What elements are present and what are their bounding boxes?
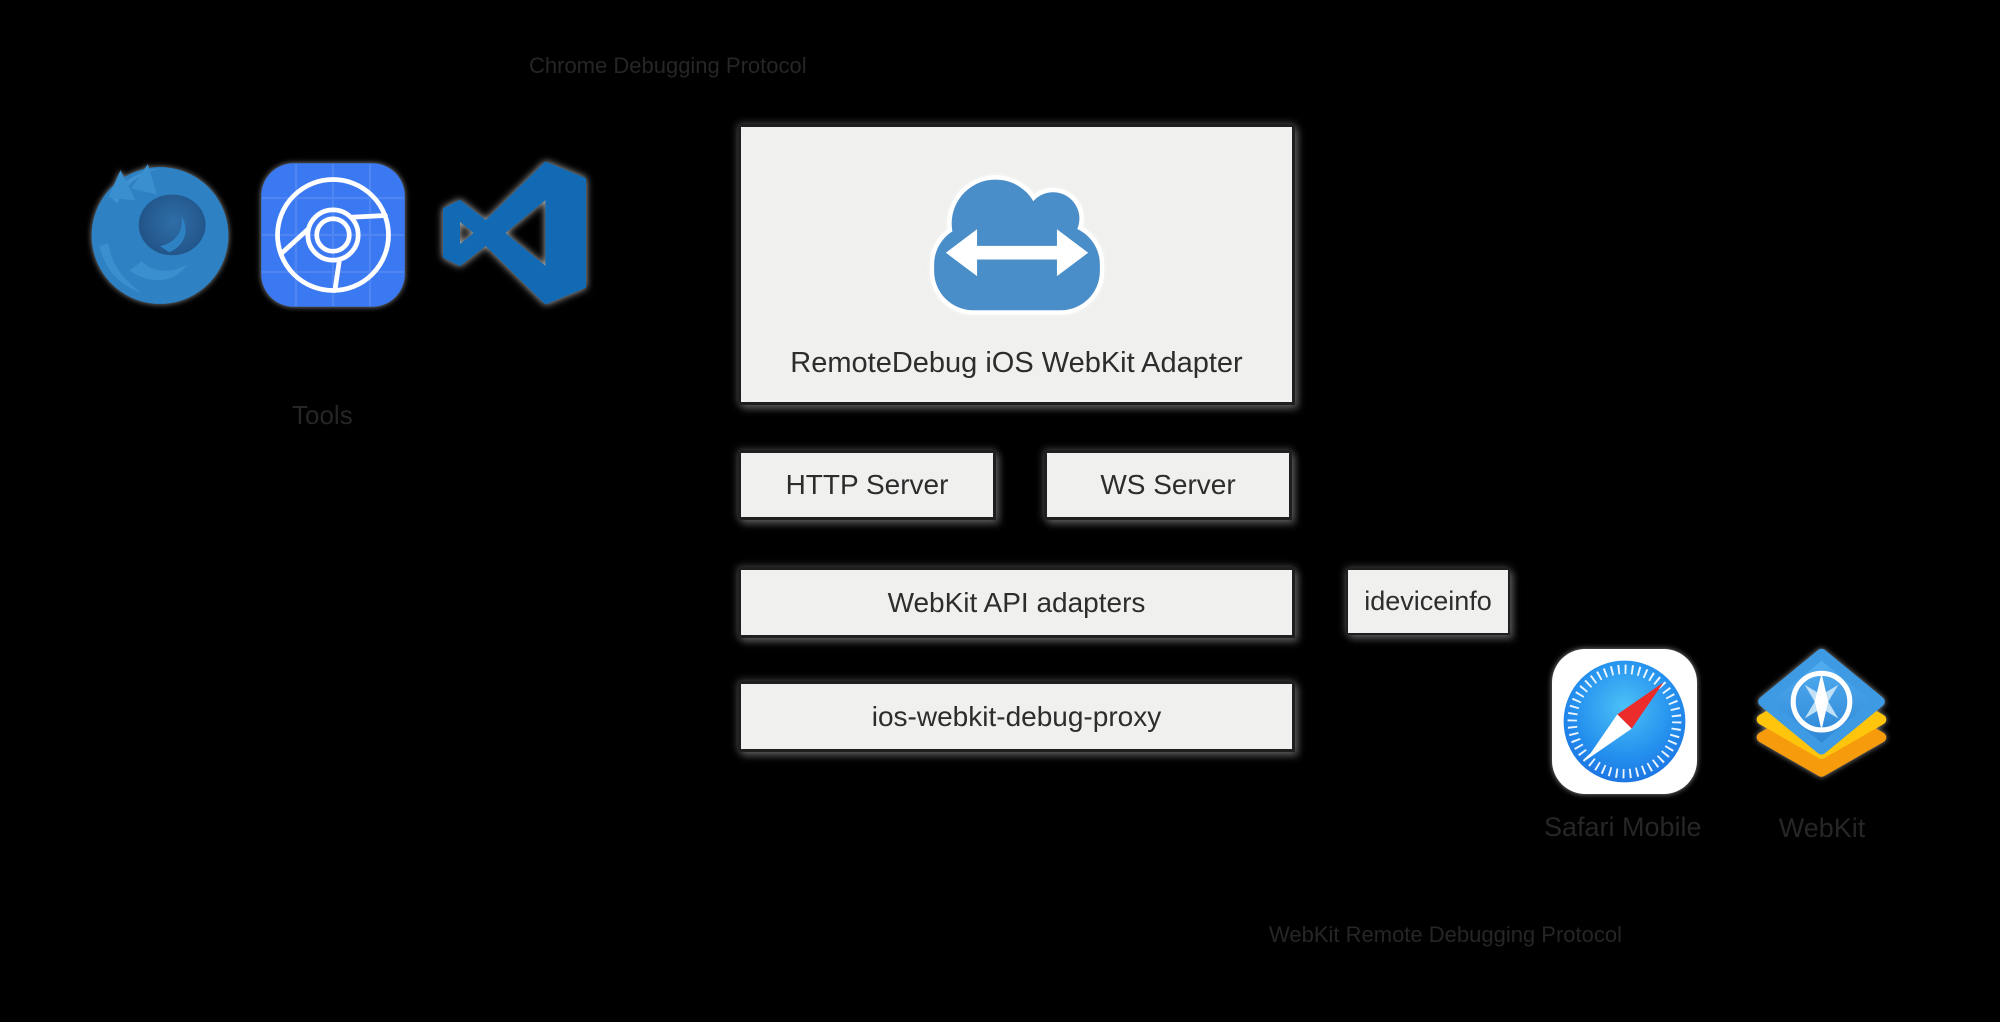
webkit-api-adapters-label: WebKit API adapters — [887, 586, 1146, 618]
tools-label: Tools — [292, 400, 353, 430]
ws-server-label: WS Server — [1100, 469, 1236, 500]
cloud-sync-arrows-icon — [917, 163, 1117, 319]
safari-mobile-label: Safari Mobile — [1544, 812, 1702, 842]
ws-server-box: WS Server — [1044, 450, 1292, 520]
chrome-debugging-protocol-label: Chrome Debugging Protocol — [529, 53, 807, 78]
http-server-box: HTTP Server — [738, 450, 996, 520]
webkit-api-adapters-box: WebKit API adapters — [738, 567, 1295, 638]
webkit-remote-debugging-protocol-label: WebKit Remote Debugging Protocol — [1269, 922, 1623, 947]
webkit-label: WebKit — [1778, 813, 1866, 843]
chromium-icon — [259, 158, 407, 312]
vscode-icon — [443, 158, 586, 308]
adapter-title: RemoteDebug iOS WebKit Adapter — [790, 347, 1243, 379]
ideviceinfo-box: ideviceinfo — [1346, 568, 1510, 635]
ideviceinfo-label: ideviceinfo — [1364, 586, 1492, 616]
firefox-icon — [84, 155, 236, 313]
safari-icon — [1552, 649, 1697, 794]
ios-webkit-debug-proxy-label: ios-webkit-debug-proxy — [871, 700, 1162, 732]
http-server-label: HTTP Server — [785, 469, 949, 500]
remotedebug-adapter-box: RemoteDebug iOS WebKit Adapter — [738, 124, 1295, 405]
webkit-icon — [1747, 645, 1896, 797]
ios-webkit-debug-proxy-box: ios-webkit-debug-proxy — [738, 681, 1295, 752]
